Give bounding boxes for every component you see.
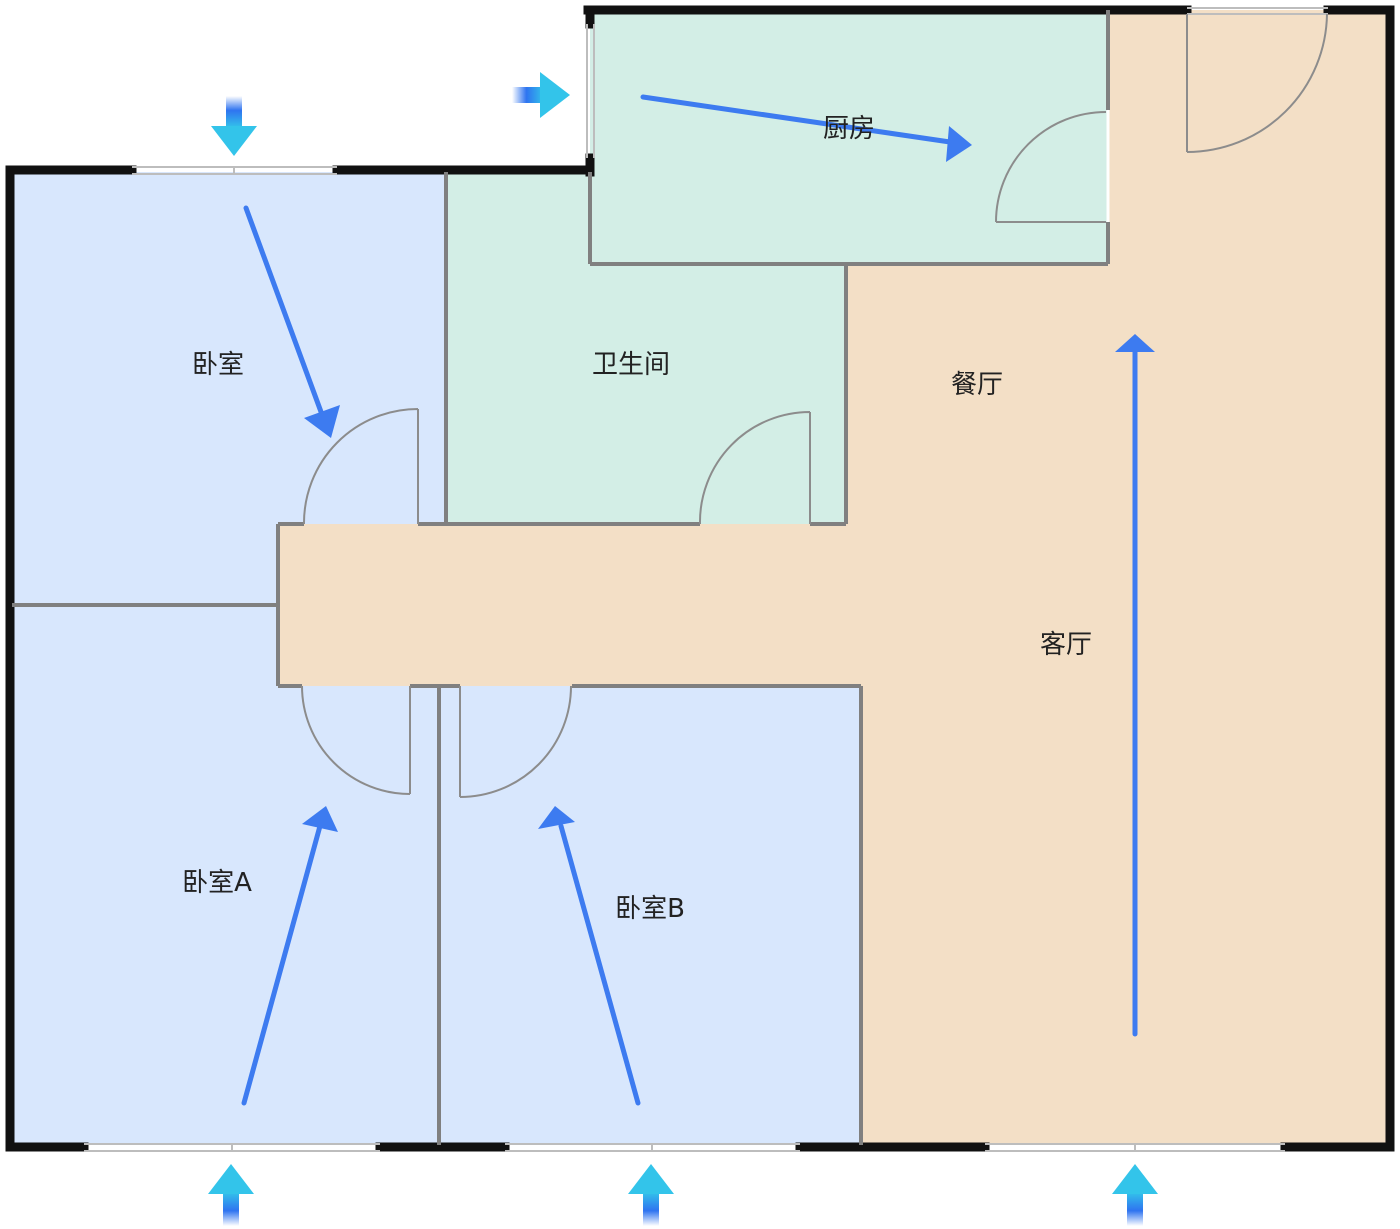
room-bedroom-b-fill [440,686,861,1145]
door-swing-icon [301,685,411,795]
window-icon [586,24,595,158]
label-bathroom: 卫生间 [592,350,670,380]
door-swing-icon [302,408,419,525]
room-public-fill [278,10,1390,1145]
interior-walls [12,10,1110,1145]
doors [301,13,1328,798]
label-living: 客厅 [1040,630,1092,660]
label-bedroom-a: 卧室A [182,868,252,898]
door-swing-icon [995,111,1107,223]
room-labels: 卧室 卫生间 厨房 餐厅 客厅 卧室A 卧室B [182,114,1092,924]
label-dining: 餐厅 [951,370,1003,400]
arrow-icon [1115,334,1155,1037]
airflow-arrows [241,94,1155,1106]
window-icon [84,1143,380,1152]
label-kitchen: 厨房 [823,114,875,144]
wind-inlet-icon [1112,1164,1158,1226]
window-icon [985,1143,1285,1152]
wind-inlet-icon [628,1164,674,1226]
window-icon [132,166,337,175]
label-bedroom-b: 卧室B [615,894,685,924]
door-swing-icon [459,685,572,798]
wind-inlet-icon [211,96,257,156]
window-icon [1187,7,1328,15]
arrow-icon [243,205,340,438]
label-bedroom: 卧室 [192,350,244,380]
door-swing-icon [698,411,811,525]
door-swing-icon [1186,13,1328,153]
arrow-icon [538,806,641,1106]
windows [84,7,1328,1152]
inlet-arrows [208,72,1158,1226]
wind-inlet-icon [208,1164,254,1226]
window-icon [505,1143,800,1152]
room-bedroom-a-fill [10,605,440,1145]
arrow-icon [640,94,972,162]
room-fills [10,10,1390,1145]
wind-inlet-icon [512,72,570,118]
outer-walls [5,5,1395,1152]
arrow-icon [241,806,338,1106]
